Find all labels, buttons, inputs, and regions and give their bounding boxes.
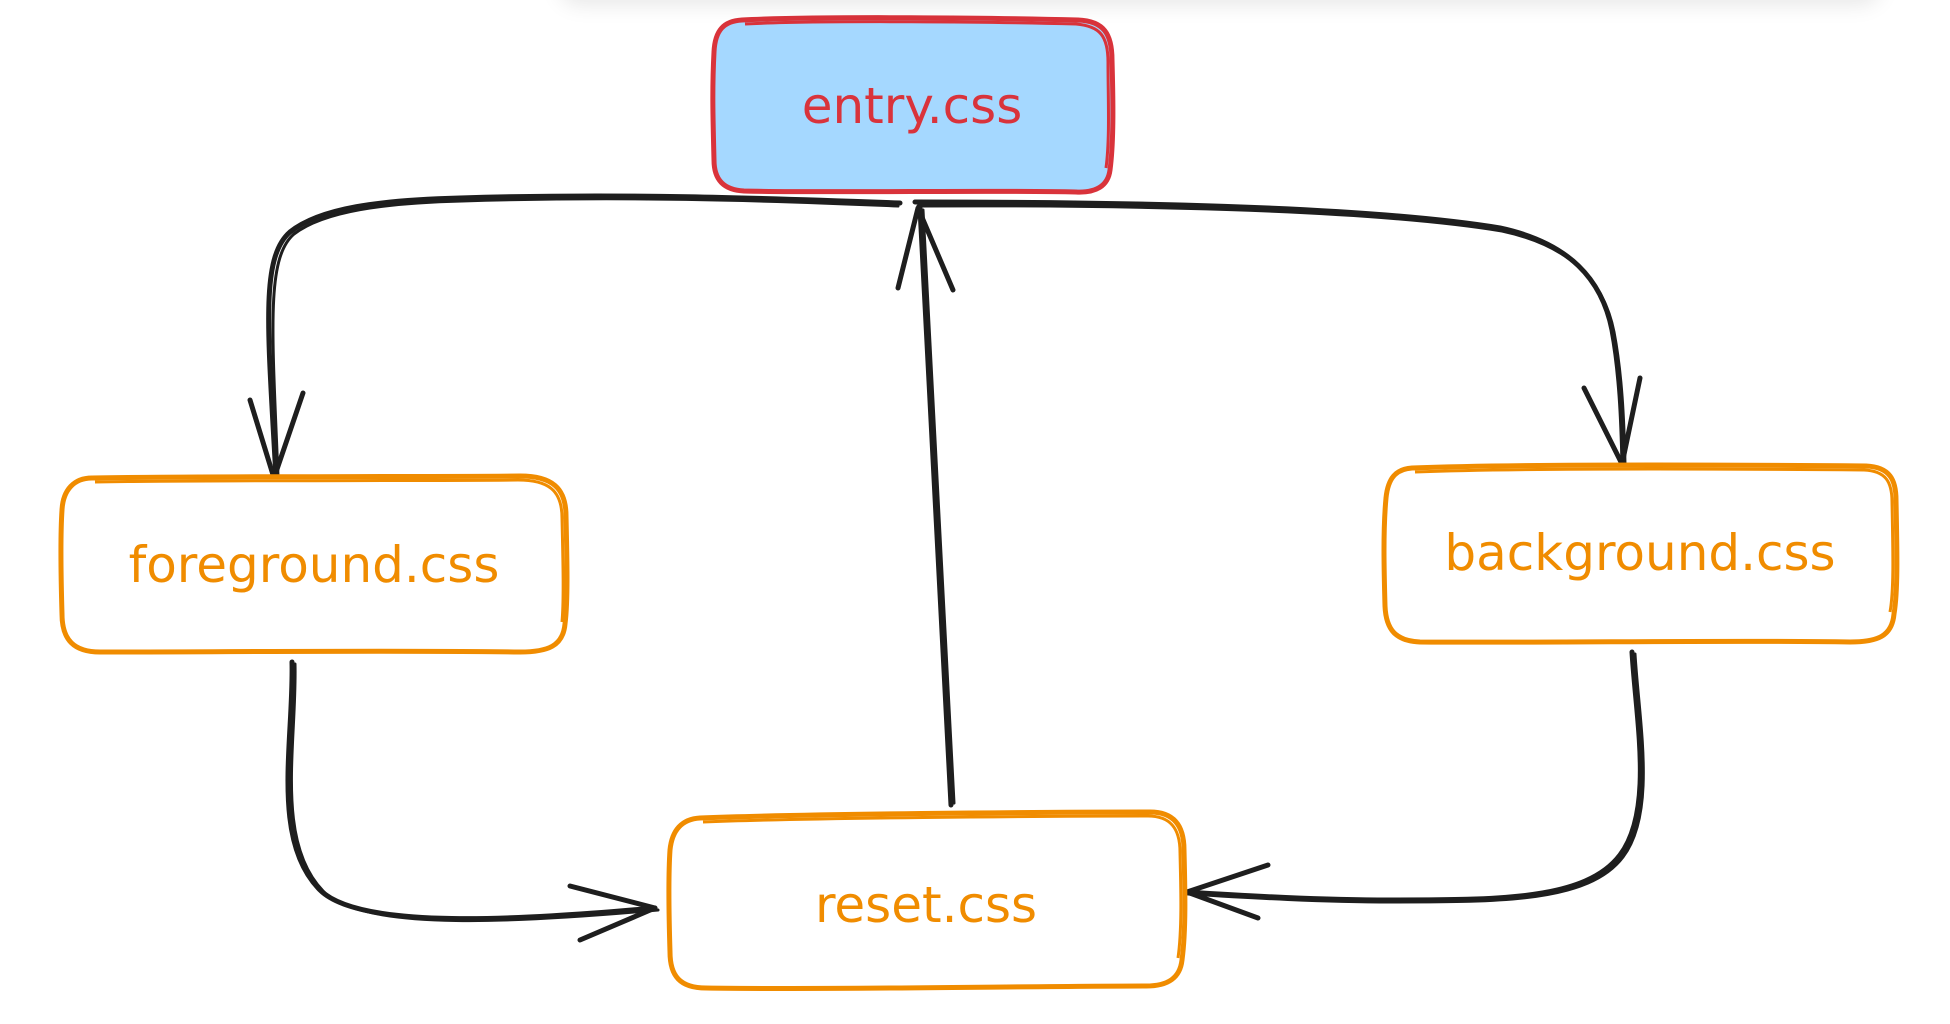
node-foreground-box xyxy=(58,473,570,655)
arrow-entry-to-background[interactable] xyxy=(912,199,1643,469)
node-background-box-sketch xyxy=(1414,467,1895,613)
node-foreground-box-sketch xyxy=(94,478,565,623)
node-reset-label: reset.css xyxy=(815,876,1037,934)
node-foreground[interactable]: foreground.css xyxy=(58,473,570,655)
node-reset-box xyxy=(666,809,1188,992)
node-background-label: background.css xyxy=(1444,524,1835,582)
node-entry-box xyxy=(710,15,1116,195)
node-reset[interactable]: reset.css xyxy=(666,809,1188,992)
arrow-foreground-to-reset[interactable] xyxy=(285,659,660,943)
arrows-group xyxy=(247,193,1645,943)
node-foreground-label: foreground.css xyxy=(129,536,500,594)
node-entry-box-sketch xyxy=(744,20,1110,169)
arrow-reset-to-entry[interactable] xyxy=(895,205,956,808)
node-reset-box-sketch xyxy=(702,814,1183,959)
node-background[interactable]: background.css xyxy=(1381,462,1900,645)
arrow-background-to-reset[interactable] xyxy=(1182,649,1645,921)
node-entry[interactable]: entry.css xyxy=(710,15,1116,195)
node-background-box xyxy=(1381,462,1900,645)
arrow-entry-to-foreground[interactable] xyxy=(247,193,903,481)
node-entry-label: entry.css xyxy=(802,77,1023,135)
